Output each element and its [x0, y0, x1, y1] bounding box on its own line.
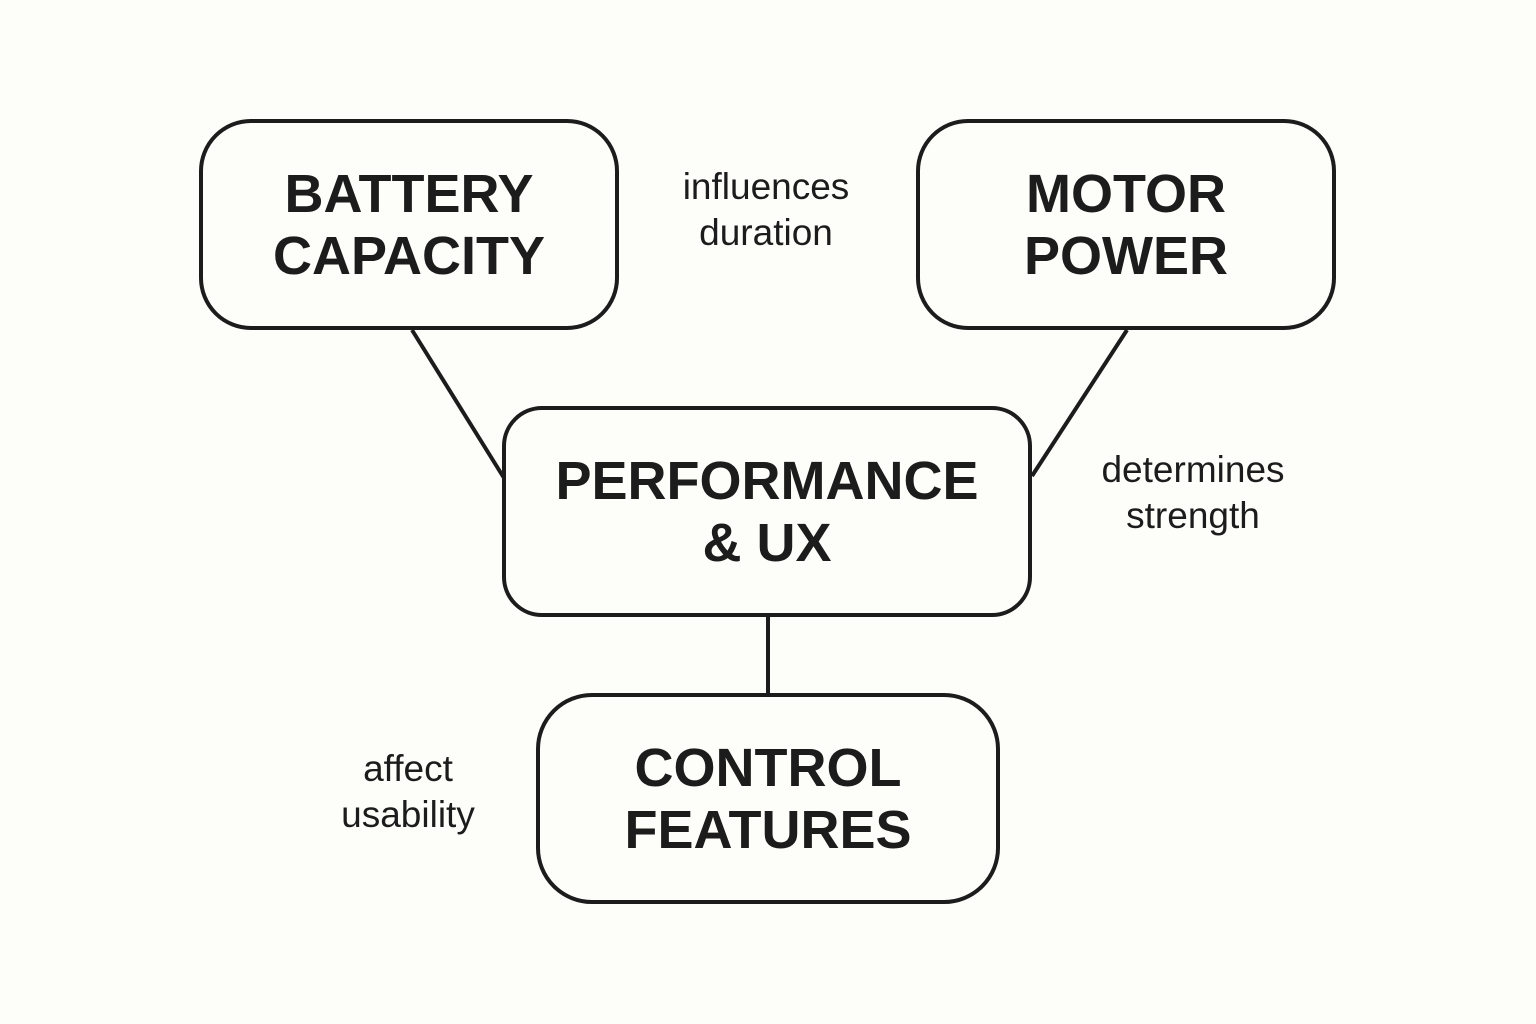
node-label: PERFORMANCE	[555, 450, 979, 511]
node-label: & UX	[702, 512, 832, 573]
edge-label-text: strength	[1126, 495, 1260, 536]
node-label: CAPACITY	[272, 225, 545, 286]
node-label: CONTROL	[634, 737, 902, 798]
edge-label-text: influences	[682, 166, 850, 207]
edge-motor-performance	[1030, 328, 1129, 478]
node-control-features: CONTROL FEATURES	[536, 693, 1000, 904]
node-battery-capacity: BATTERY CAPACITY	[199, 119, 619, 330]
edge-battery-performance	[410, 328, 506, 480]
node-label: MOTOR	[1026, 163, 1226, 224]
node-label: BATTERY	[284, 163, 534, 224]
node-label: FEATURES	[624, 799, 912, 860]
edge-label-text: duration	[699, 212, 833, 253]
edge-label-influences-duration: influences duration	[656, 164, 876, 256]
edge-label-text: affect	[363, 748, 453, 789]
edge-label-determines-strength: determines strength	[1078, 447, 1308, 539]
edge-label-text: usability	[341, 794, 475, 835]
node-performance-ux: PERFORMANCE & UX	[502, 406, 1032, 617]
node-label: POWER	[1023, 225, 1228, 286]
edge-label-affect-usability: affect usability	[318, 746, 498, 838]
node-motor-power: MOTOR POWER	[916, 119, 1336, 330]
edge-label-text: determines	[1101, 449, 1285, 490]
